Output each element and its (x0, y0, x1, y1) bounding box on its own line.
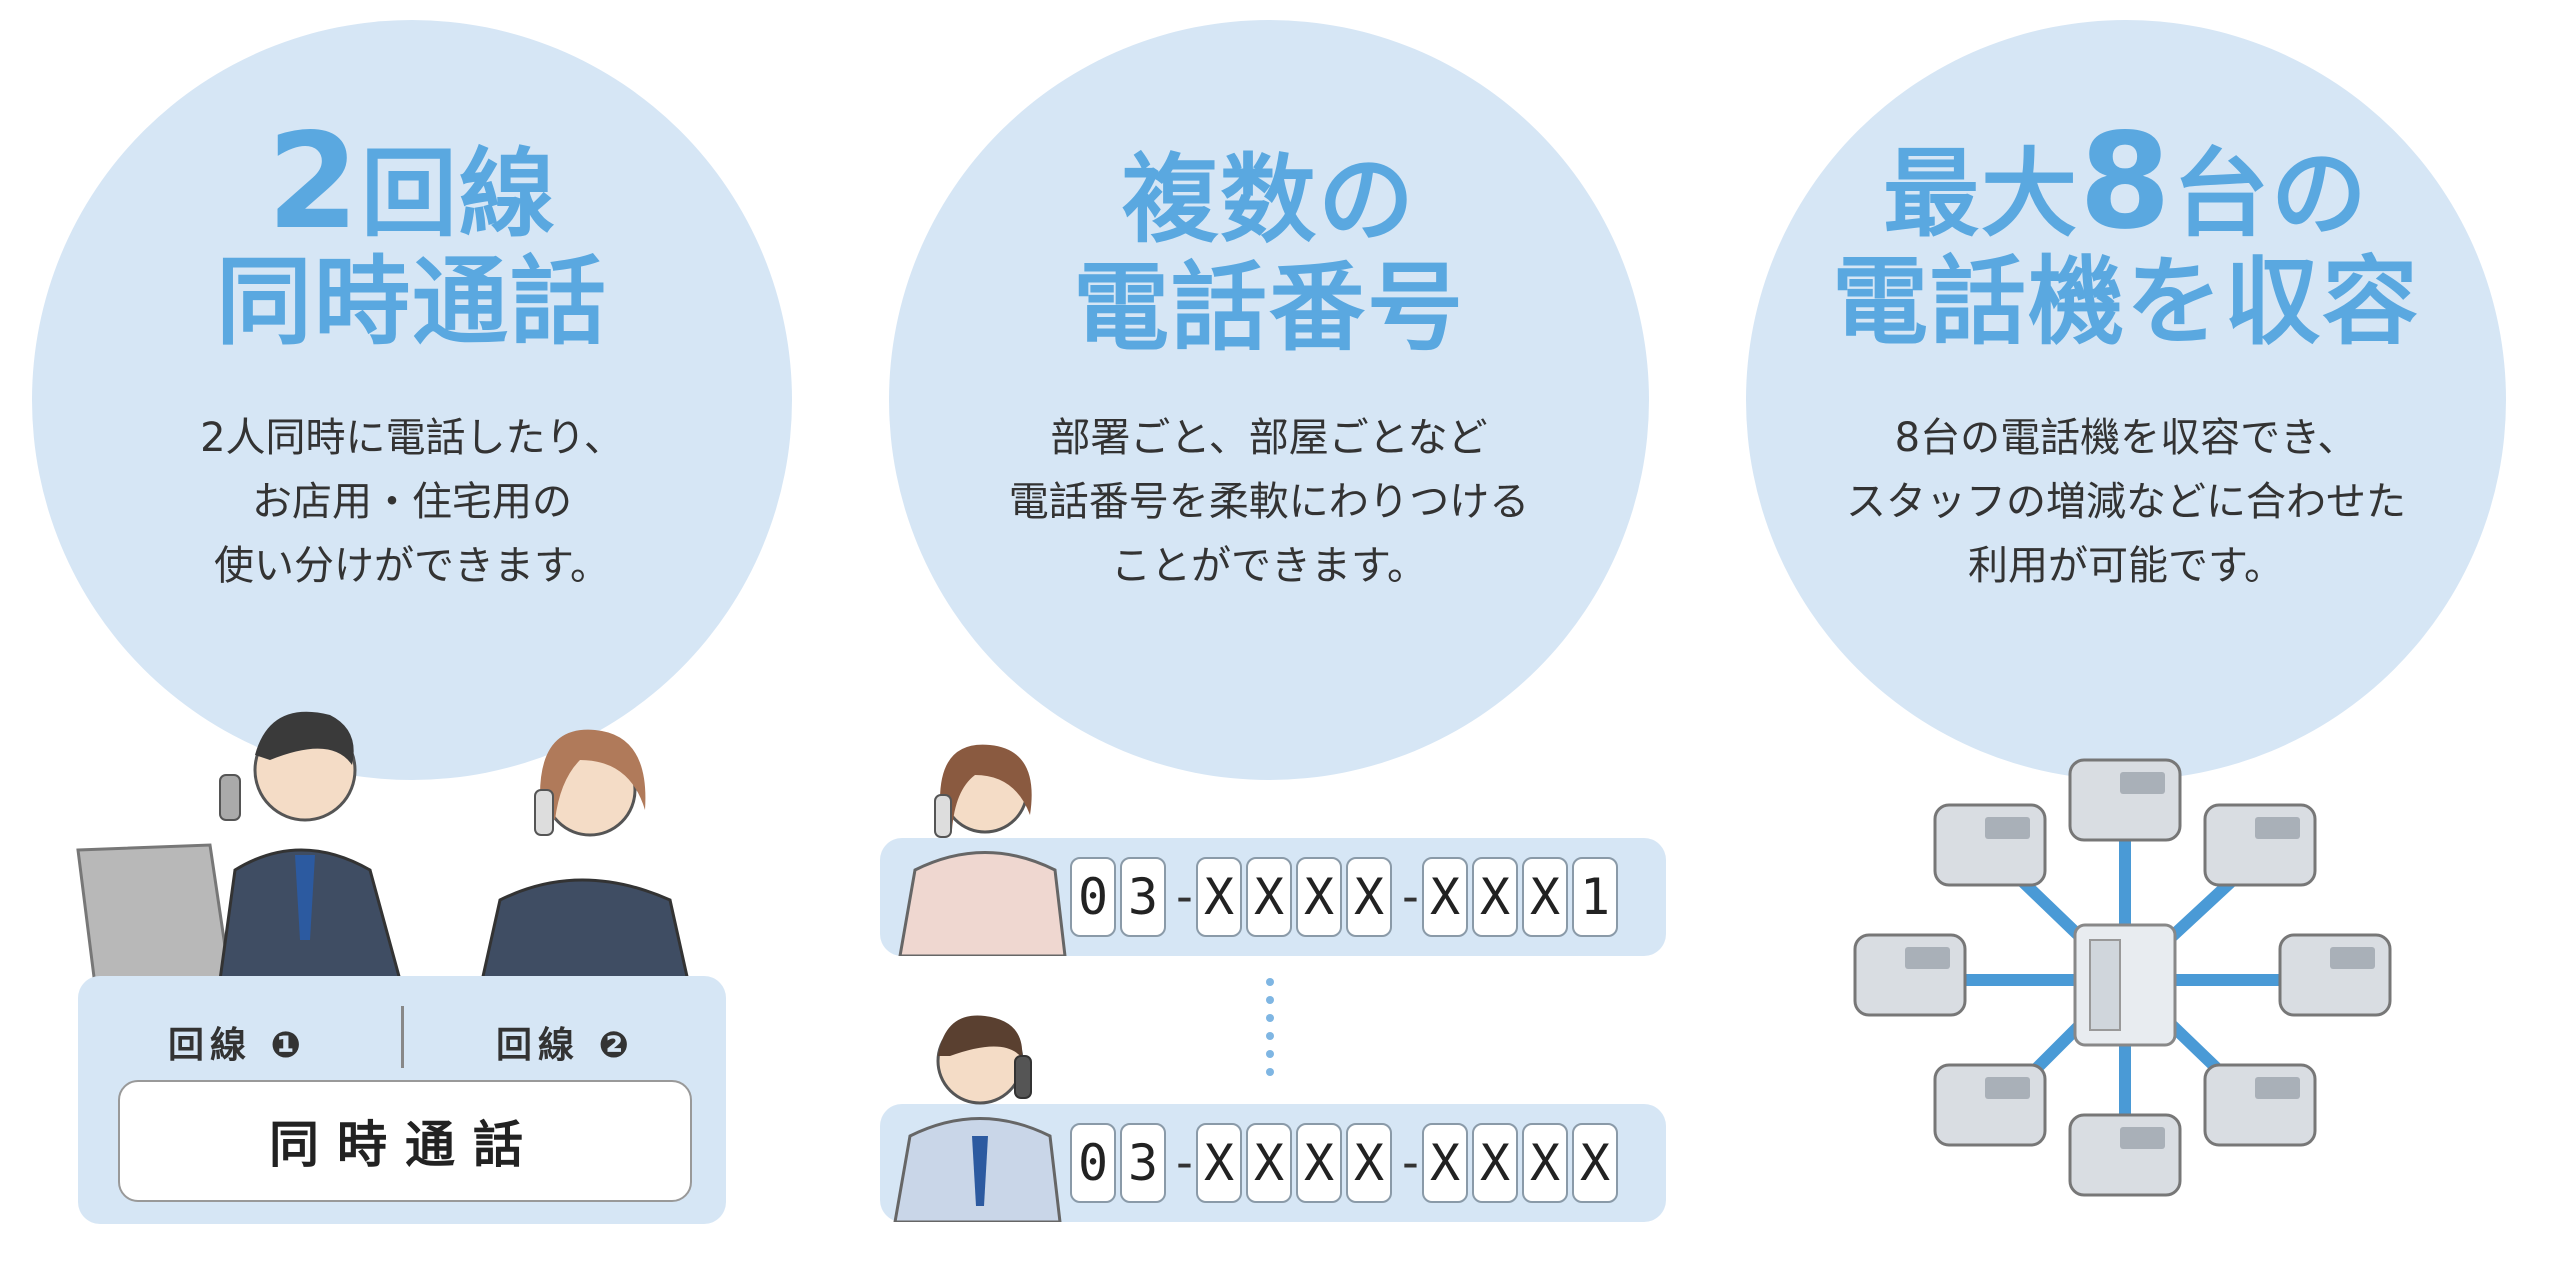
number-digit: 0 (1070, 857, 1116, 937)
lines-box: 回線 ❶ 回線 ❷ 同時通話 (78, 976, 726, 1224)
number-digit: X (1346, 857, 1392, 937)
number-digit: 3 (1120, 1123, 1166, 1203)
desc-line: 利用が可能です。 (1968, 543, 2284, 589)
panel-circle-two-lines (32, 20, 792, 780)
line2-label: 回線 ❷ (496, 1025, 636, 1066)
number-digit: X (1296, 857, 1342, 937)
desc-line: 使い分けができます。 (214, 543, 610, 589)
phone-handset-icon (534, 789, 554, 836)
number-digit: 3 (1120, 857, 1166, 937)
number-separator: - (1170, 1135, 1199, 1191)
panel1-title-line2: 同時通話 (216, 246, 608, 358)
number-digit: X (1422, 857, 1468, 937)
phone-network-illustration (1853, 758, 2392, 1197)
panel1-title-line1: 回線 (360, 138, 557, 250)
number-separator: - (1396, 869, 1425, 925)
panel-circle-multiple-numbers (889, 20, 1649, 780)
concurrent-call-box: 同時通話 (118, 1080, 692, 1202)
number-digit: X (1196, 857, 1242, 937)
panel-circle-eight-phones (1746, 20, 2506, 780)
number-digit: X (1472, 857, 1518, 937)
panel3-title: 最大8台の 電話機を収容 (1746, 116, 2506, 358)
desc-line: 電話番号を柔軟にわりつける (1008, 479, 1530, 525)
divider (401, 1006, 404, 1068)
panel1-title: 2回線 同時通話 (32, 116, 792, 358)
man-on-phone-icon (893, 1015, 1062, 1222)
panel3-title-pre: 最大 (1883, 138, 2080, 250)
desc-line: お店用・住宅用の (252, 479, 572, 525)
number-digit: X (1246, 857, 1292, 937)
panel3-title-number: 8 (2079, 105, 2173, 259)
number-separator: - (1396, 1135, 1425, 1191)
panel2-title: 複数の 電話番号 (889, 146, 1649, 362)
number-digit: X (1572, 1123, 1618, 1203)
number-digit: X (1472, 1123, 1518, 1203)
panel2-title-line2: 電話番号 (1073, 252, 1465, 364)
number-digit: X (1346, 1123, 1392, 1203)
panel3-title-line2: 電話機を収容 (1832, 246, 2420, 358)
number-digit: X (1296, 1123, 1342, 1203)
number-digit: X (1196, 1123, 1242, 1203)
number-digit: 0 (1070, 1123, 1116, 1203)
number-digit: X (1246, 1123, 1292, 1203)
number-digit: 1 (1572, 857, 1618, 937)
business-people-on-phone-illustration (76, 711, 692, 990)
number-digit: X (1522, 1123, 1568, 1203)
woman-on-phone-icon (898, 744, 1067, 956)
panel1-title-number: 2 (267, 105, 361, 259)
desc-line: 8台の電話機を収容でき、 (1894, 415, 2358, 461)
panel2-title-line1: 複数の (1122, 144, 1416, 256)
line1-label: 回線 ❶ (168, 1025, 308, 1066)
number-separator: - (1170, 869, 1199, 925)
desc-line: 部署ごと、部屋ごとなど (1050, 415, 1488, 461)
number-digit: X (1422, 1123, 1468, 1203)
panel3-title-post: 台の (2172, 138, 2369, 250)
ellipsis-dots (1266, 978, 1274, 1086)
desc-line: スタッフの増減などに合わせた (1846, 479, 2406, 525)
laptop-icon (76, 843, 232, 987)
panel3-description: 8台の電話機を収容でき、 スタッフの増減などに合わせた 利用が可能です。 (1746, 406, 2506, 598)
desc-line: ことができます。 (1111, 543, 1427, 589)
phone-handset-icon (219, 774, 241, 821)
desc-line: 2人同時に電話したり、 (200, 415, 624, 461)
panel2-description: 部署ごと、部屋ごとなど 電話番号を柔軟にわりつける ことができます。 (889, 406, 1649, 598)
number-digit: X (1522, 857, 1568, 937)
panel1-description: 2人同時に電話したり、 お店用・住宅用の 使い分けができます。 (32, 406, 792, 598)
